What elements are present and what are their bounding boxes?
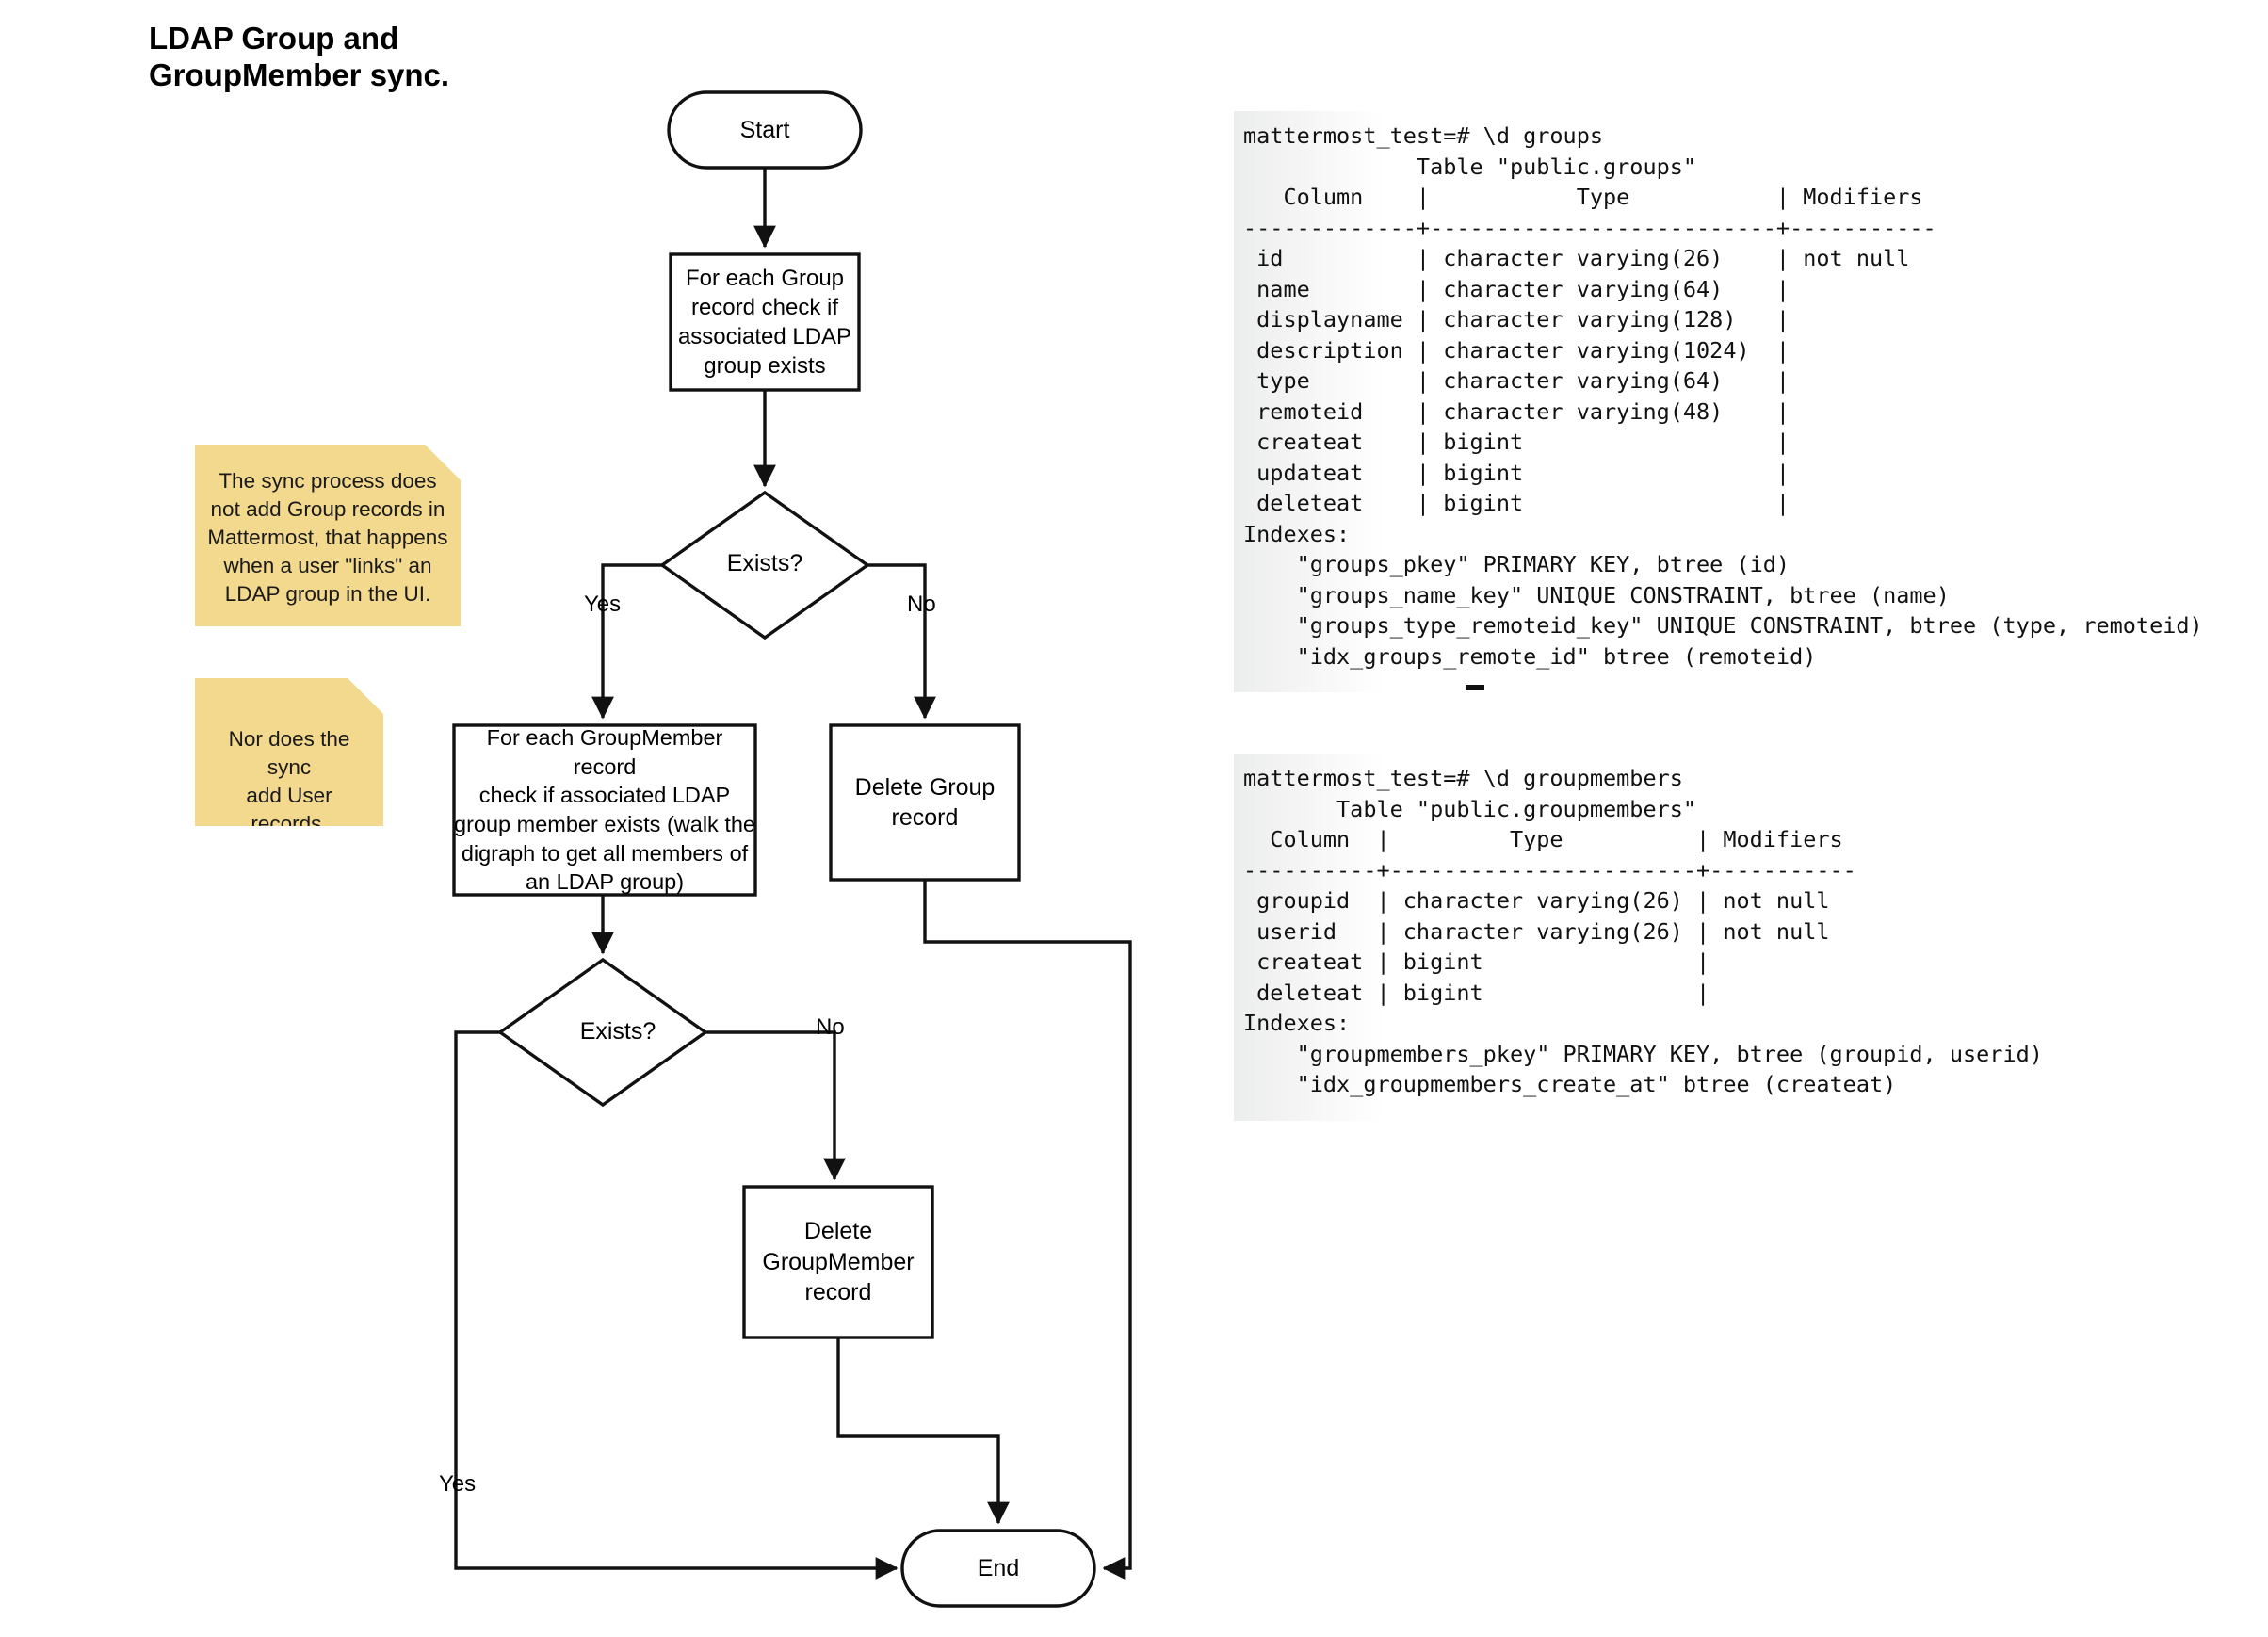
node-exists2-label: Exists? [579,1017,656,1045]
node-start[interactable]: Start [669,92,861,168]
flowchart-connectors [452,90,1132,1608]
node-gm-loop-shape [452,723,757,897]
node-gm-loop-label: For each GroupMember record check if ass… [454,725,755,895]
node-foreach-group-label: For each Group record check if associate… [677,265,852,380]
node-end[interactable]: End [902,1531,1094,1606]
edge-label-exists1-no: No [907,592,936,617]
node-delete-groupmember[interactable]: Delete GroupMember record [744,1187,932,1337]
node-delete-groupmember-shape [742,1185,934,1339]
sticky-note-1-text: The sync process does not add Group reco… [207,469,448,606]
node-delete-groupmember-label: Delete GroupMember record [762,1218,915,1306]
node-exists1-shape [659,490,870,640]
sticky-note-1: The sync process does not add Group reco… [195,445,461,626]
page-title: LDAP Group and GroupMember sync. [149,21,450,92]
edge-label-exists1-yes: Yes [584,592,622,617]
node-exists2-shape [497,957,708,1108]
terminal-output-groups: mattermost_test=# \d groups Table "publi… [1234,111,2203,692]
node-delete-group-label: Delete Group record [854,773,996,832]
node-delete-group-shape [829,723,1021,882]
node-gm-loop[interactable]: For each GroupMember record check if ass… [454,725,755,895]
node-end-shape [900,1529,1096,1608]
node-exists1-label: Exists? [726,549,803,576]
edge-label-exists2-no: No [816,1014,845,1040]
node-start-label: Start [739,116,790,143]
node-delete-group[interactable]: Delete Group record [831,725,1019,880]
node-end-label: End [977,1554,1020,1581]
sticky-note-2: Nor does the sync add User records. thos… [195,678,383,826]
terminal-cursor [1466,685,1484,690]
edge-label-exists2-yes: Yes [439,1471,477,1497]
node-foreach-group-shape [669,252,861,392]
node-exists2[interactable]: Exists? [527,1003,708,1060]
node-exists1[interactable]: Exists? [674,535,855,592]
node-foreach-group[interactable]: For each Group record check if associate… [671,254,859,390]
terminal-output-groupmembers: mattermost_test=# \d groupmembers Table … [1234,754,2043,1121]
